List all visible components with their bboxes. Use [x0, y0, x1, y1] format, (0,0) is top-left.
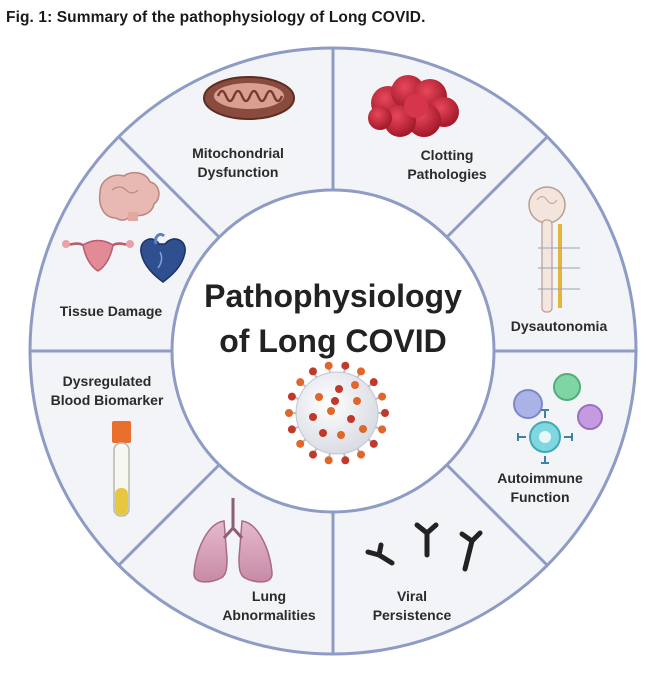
segment-label-biomarker-1: Dysregulated	[63, 373, 152, 389]
coronavirus-icon	[285, 361, 389, 465]
lungs-icon	[193, 498, 273, 583]
segment-label-mitochondrial-2: Dysfunction	[198, 164, 279, 180]
segment-label-autoimmune-1: Autoimmune	[497, 470, 583, 486]
segment-label-lung-2: Abnormalities	[222, 607, 316, 623]
heart-icon	[140, 232, 186, 283]
segment-label-clotting-1: Clotting	[421, 147, 474, 163]
blood-tube-icon	[112, 421, 131, 517]
center-title-line1: Pathophysiology	[204, 278, 462, 314]
immune-cells-icon	[513, 373, 603, 464]
mitochondria-icon	[203, 76, 295, 120]
uterus-icon	[62, 239, 134, 272]
segment-dividers	[30, 48, 636, 654]
segment-label-biomarker-2: Blood Biomarker	[51, 392, 164, 408]
segment-label-autoimmune-2: Function	[510, 489, 569, 505]
figure-caption: Fig. 1: Summary of the pathophysiology o…	[6, 9, 426, 26]
segment-label-mitochondrial-1: Mitochondrial	[192, 145, 284, 161]
spinal-cord-icon	[528, 186, 580, 313]
center-title-line2: of Long COVID	[219, 323, 447, 359]
segment-label-lung-1: Lung	[252, 588, 286, 604]
antibody-icon	[365, 522, 483, 572]
segment-label-tissue: Tissue Damage	[60, 303, 163, 319]
center-circle	[170, 188, 496, 514]
segment-label-viral-1: Viral	[397, 588, 427, 604]
segment-label-dysautonomia: Dysautonomia	[511, 318, 608, 334]
segment-label-viral-2: Persistence	[373, 607, 452, 623]
segment-label-clotting-2: Pathologies	[407, 166, 487, 182]
brain-icon	[98, 171, 160, 221]
blood-clot-icon	[368, 75, 459, 137]
